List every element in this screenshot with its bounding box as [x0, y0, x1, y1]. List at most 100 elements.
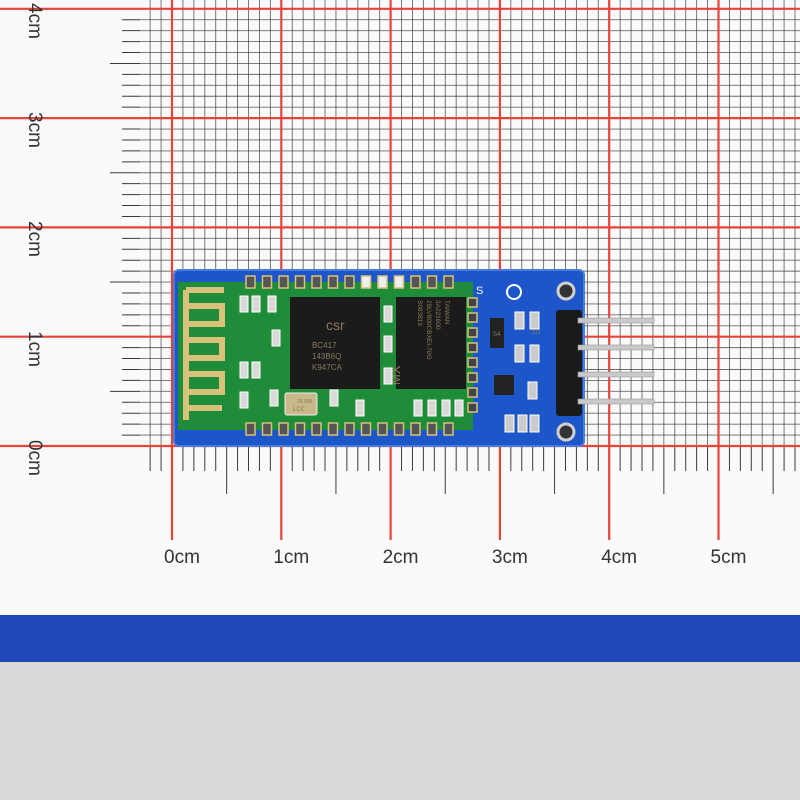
castellated-pad [311, 275, 322, 289]
castellated-pad [393, 275, 405, 289]
smd-component [239, 391, 249, 409]
smd-component [427, 399, 437, 417]
castellated-pad [294, 422, 306, 436]
chip-marking: 143B6Q [312, 352, 341, 361]
smd-component [383, 367, 393, 385]
x-ruler-label: 4cm [601, 547, 638, 568]
smd-component [383, 335, 393, 353]
smd-component [251, 295, 261, 313]
castellated-pad [377, 422, 388, 436]
y-ruler-label: 1cm [24, 330, 45, 367]
smd-component [529, 414, 540, 433]
castellated-pad [467, 357, 478, 368]
smd-component [267, 295, 277, 313]
mounting-mark [506, 284, 522, 300]
smd-component [271, 329, 281, 347]
mounting-hole [556, 422, 576, 442]
castellated-pad [410, 422, 421, 436]
resistor-marking: 222 [532, 330, 541, 336]
castellated-pad [278, 275, 289, 289]
smd-component [504, 414, 515, 433]
chip-marking: BC417 [312, 341, 337, 350]
x-ruler-label: 2cm [382, 547, 419, 568]
castellated-pad [360, 422, 372, 436]
smd-component [251, 361, 261, 379]
castellated-pad [344, 422, 355, 436]
smd-component [514, 311, 525, 330]
header-pin [577, 344, 655, 351]
smd-component [413, 399, 423, 417]
castellated-pad [377, 275, 388, 289]
crystal [284, 392, 318, 416]
castellated-pad [294, 275, 306, 289]
smd-component [383, 305, 393, 323]
chip-marking: K947CA [312, 363, 342, 372]
castellated-pad [261, 422, 273, 436]
smd-component [269, 389, 279, 407]
castellated-pad [245, 275, 256, 289]
castellated-pad [443, 275, 454, 289]
castellated-pad [467, 387, 478, 398]
x-ruler-label: 3cm [491, 547, 528, 568]
castellated-pad [344, 275, 355, 289]
smd-component [529, 344, 540, 363]
castellated-pad [261, 275, 273, 289]
castellated-pad [393, 422, 405, 436]
smd-component [517, 414, 528, 433]
smd-component [527, 381, 538, 400]
y-ruler-label: 0cm [24, 440, 45, 476]
chip-marking: S083819 [416, 300, 423, 326]
smd-component [529, 311, 540, 330]
y-ruler-label: 3cm [24, 112, 45, 148]
blue-band [0, 615, 800, 662]
smd-component [329, 389, 339, 407]
smd-component [454, 399, 464, 417]
castellated-pad [245, 422, 256, 436]
castellated-pad [327, 275, 339, 289]
castellated-pad [327, 422, 339, 436]
x-ruler-label: 5cm [710, 547, 747, 568]
castellated-pad [467, 372, 478, 383]
castellated-pad [467, 402, 478, 413]
castellated-pad [443, 422, 454, 436]
castellated-pad [311, 422, 322, 436]
chip-marking: 3A221600 [434, 300, 441, 330]
castellated-pad [426, 275, 438, 289]
crystal-marking: 26.000 [297, 399, 313, 405]
diode [490, 318, 504, 348]
regulator [494, 375, 514, 395]
header-pin [577, 317, 655, 324]
crystal-marking: LCC [293, 407, 306, 413]
chip-marking: 29LV800CBXEI-70G [425, 300, 432, 360]
x-ruler-label: 0cm [164, 547, 200, 568]
smd-component [239, 295, 249, 313]
castellated-pad [360, 275, 372, 289]
silkscreen-s: S [476, 285, 483, 297]
castellated-pad [467, 312, 478, 323]
castellated-pad [410, 275, 421, 289]
pcb-antenna [183, 287, 225, 420]
castellated-pad [278, 422, 289, 436]
header-pin [577, 398, 655, 405]
diode-marking: S4 [493, 332, 501, 338]
castellated-pad [467, 342, 478, 353]
csr-chip [290, 297, 380, 389]
smd-component [514, 344, 525, 363]
header-pin [577, 371, 655, 378]
csr-logo-text: csr [326, 317, 345, 333]
table-surface [0, 662, 800, 800]
pin-header [556, 310, 582, 416]
y-ruler-label: 4cm [24, 2, 45, 39]
y-ruler-label: 2cm [24, 221, 45, 258]
castellated-pad [467, 297, 478, 308]
mounting-hole [556, 281, 576, 301]
flash-chip [396, 297, 466, 389]
smd-component [239, 361, 249, 379]
castellated-pad [426, 422, 438, 436]
smd-component [441, 399, 451, 417]
smd-component [355, 399, 365, 417]
castellated-pad [467, 327, 478, 338]
x-ruler-label: 1cm [273, 547, 310, 568]
